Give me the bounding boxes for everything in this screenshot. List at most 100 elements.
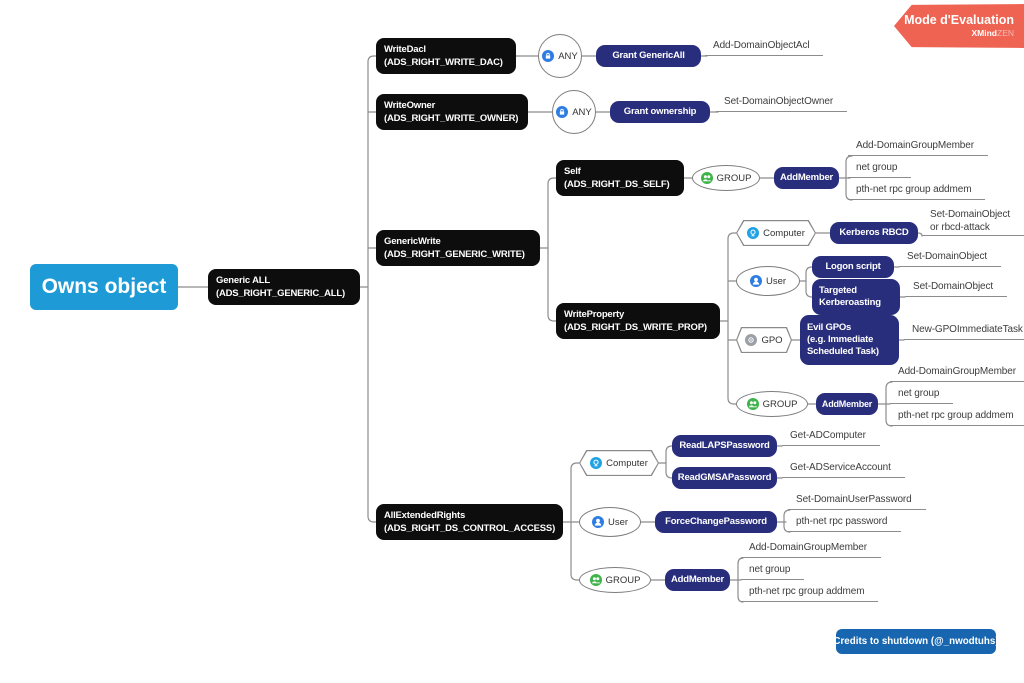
badge-brand: XMindZEN [972, 28, 1015, 39]
action-logon-script[interactable]: Logon script [812, 256, 894, 278]
topic-generic-write[interactable]: GenericWrite (ADS_RIGHT_GENERIC_WRITE) [376, 230, 540, 266]
leaf-net-group-aer[interactable]: net group [741, 564, 805, 580]
topic-sublabel: (ADS_RIGHT_GENERIC_ALL) [216, 288, 345, 299]
lock-icon [556, 106, 569, 118]
leaf-pth-net-rpc-aer[interactable]: pth-net rpc group addmem [741, 586, 879, 602]
leaf-label: Set-DomainUserPassword [796, 494, 912, 505]
target-label: GROUP [605, 574, 641, 586]
leaf-set-domainobject-targeted[interactable]: Set-DomainObject [905, 281, 1008, 297]
action-grant-ownership[interactable]: Grant ownership [610, 101, 710, 123]
target-computer-writeproperty[interactable]: Computer [736, 220, 816, 246]
action-label: Kerberos RBCD [839, 227, 909, 238]
group-icon [589, 574, 602, 586]
target-group-writeproperty[interactable]: GROUP [736, 391, 808, 417]
leaf-new-gpoimmediatetask[interactable]: New-GPOImmediateTask [904, 324, 1024, 340]
leaf-label: Add-DomainGroupMember [856, 140, 974, 151]
action-label: AddMember [670, 574, 725, 585]
leaf-add-domaingroupmember-self[interactable]: Add-DomainGroupMember [848, 140, 988, 156]
leaf-label: pth-net rpc group addmem [749, 586, 865, 597]
leaf-label: Set-DomainObject [907, 251, 988, 262]
target-group-allextendedrights[interactable]: GROUP [579, 567, 651, 593]
leaf-add-domaingroupmember-wp[interactable]: Add-DomainGroupMember [890, 366, 1024, 382]
action-grant-genericall[interactable]: Grant GenericAll [596, 45, 701, 67]
computer-icon [590, 457, 603, 469]
action-addmember-allextendedrights[interactable]: AddMember [665, 569, 730, 591]
target-user-writeproperty[interactable]: User [736, 266, 800, 296]
action-addmember-self[interactable]: AddMember [774, 167, 839, 189]
target-any-1[interactable]: ANY [538, 34, 582, 78]
topic-all-extended-rights[interactable]: AllExtendedRights (ADS_RIGHT_DS_CONTROL_… [376, 504, 563, 540]
root-topic-owns-object[interactable]: Owns object [30, 264, 178, 310]
leaf-pth-net-rpc-wp[interactable]: pth-net rpc group addmem [890, 410, 1024, 426]
action-readgmsapassword[interactable]: ReadGMSAPassword [672, 467, 777, 489]
action-forcechangepassword[interactable]: ForceChangePassword [655, 511, 777, 533]
leaf-label: Set-DomainObjectOwner [724, 96, 834, 107]
target-computer-allextendedrights[interactable]: Computer [579, 450, 659, 476]
leaf-add-domainobjectacl[interactable]: Add-DomainObjectAcl [705, 40, 824, 56]
target-group-self[interactable]: GROUP [692, 165, 760, 191]
leaf-set-domainobject-logon[interactable]: Set-DomainObject [899, 251, 1002, 267]
brand-light: ZEN [997, 28, 1014, 38]
topic-label: AllExtendedRights [384, 510, 466, 521]
evaluation-mode-badge[interactable]: Mode d'Evaluation XMindZEN [894, 4, 1024, 48]
leaf-label: Get-ADServiceAccount [790, 462, 891, 473]
action-label: Targeted [819, 285, 857, 296]
leaf-label: Get-ADComputer [790, 430, 866, 441]
topic-label: GenericWrite [384, 236, 441, 247]
leaf-net-group-self[interactable]: net group [848, 162, 912, 178]
leaf-set-domainobjectowner[interactable]: Set-DomainObjectOwner [716, 96, 848, 112]
action-label: ForceChangePassword [665, 516, 767, 527]
topic-write-dacl[interactable]: WriteDacl (ADS_RIGHT_WRITE_DAC) [376, 38, 516, 74]
action-label: Grant GenericAll [612, 50, 685, 61]
action-evil-gpos[interactable]: Evil GPOs (e.g. Immediate Scheduled Task… [800, 315, 899, 365]
topic-label: WriteDacl [384, 44, 426, 55]
target-any-2[interactable]: ANY [552, 90, 596, 134]
leaf-get-adcomputer[interactable]: Get-ADComputer [782, 430, 880, 446]
topic-sublabel: (ADS_RIGHT_GENERIC_WRITE) [384, 249, 525, 260]
target-label: User [607, 516, 629, 528]
target-gpo[interactable]: GPO [736, 327, 792, 353]
group-icon [746, 398, 759, 410]
topic-generic-all[interactable]: Generic ALL (ADS_RIGHT_GENERIC_ALL) [208, 269, 360, 305]
topic-label: Self [564, 166, 581, 177]
action-label: Evil GPOs [807, 322, 852, 333]
topic-write-property[interactable]: WriteProperty (ADS_RIGHT_DS_WRITE_PROP) [556, 303, 720, 339]
leaf-net-group-wp[interactable]: net group [890, 388, 954, 404]
topic-self[interactable]: Self (ADS_RIGHT_DS_SELF) [556, 160, 684, 196]
leaf-label: New-GPOImmediateTask [912, 324, 1023, 335]
leaf-label: Add-DomainObjectAcl [713, 40, 810, 51]
gpo-icon [745, 334, 758, 346]
leaf-pth-net-rpc-password[interactable]: pth-net rpc password [788, 516, 902, 532]
action-label: Logon script [825, 261, 881, 272]
leaf-set-domainuserpassword[interactable]: Set-DomainUserPassword [788, 494, 926, 510]
leaf-pth-net-rpc-self[interactable]: pth-net rpc group addmem [848, 184, 986, 200]
action-kerberos-rbcd[interactable]: Kerberos RBCD [830, 222, 918, 244]
group-icon [700, 172, 713, 184]
action-label: Scheduled Task) [807, 346, 879, 357]
leaf-add-domaingroupmember-aer[interactable]: Add-DomainGroupMember [741, 542, 881, 558]
topic-write-owner[interactable]: WriteOwner (ADS_RIGHT_WRITE_OWNER) [376, 94, 528, 130]
leaf-label: net group [856, 162, 898, 173]
topic-sublabel: (ADS_RIGHT_DS_SELF) [564, 179, 670, 190]
action-readlapspassword[interactable]: ReadLAPSPassword [672, 435, 777, 457]
target-label: Computer [606, 457, 648, 469]
action-addmember-writeproperty[interactable]: AddMember [816, 393, 878, 415]
action-targeted-kerberoasting[interactable]: Targeted Kerberoasting [812, 279, 900, 315]
computer-icon [747, 227, 760, 239]
leaf-get-adserviceaccount[interactable]: Get-ADServiceAccount [782, 462, 905, 478]
hexagon-fill [580, 451, 658, 475]
action-label: Kerberoasting [819, 297, 881, 308]
target-label: ANY [572, 106, 592, 118]
action-label: AddMember [779, 172, 834, 183]
badge-title: Mode d'Evaluation [904, 13, 1014, 27]
leaf-set-domainobject-rbcd[interactable]: Set-DomainObject or rbcd-attack [922, 206, 1024, 236]
credits-button[interactable]: Credits to shutdown (@_nwodtuhs) [833, 629, 999, 654]
target-user-allextendedrights[interactable]: User [579, 507, 641, 537]
leaf-label: pth-net rpc group addmem [856, 184, 972, 195]
action-label: (e.g. Immediate [807, 334, 874, 345]
topic-sublabel: (ADS_RIGHT_DS_WRITE_PROP) [564, 322, 707, 333]
user-icon [591, 516, 604, 528]
leaf-label: pth-net rpc password [796, 516, 888, 527]
target-label: User [765, 275, 787, 287]
